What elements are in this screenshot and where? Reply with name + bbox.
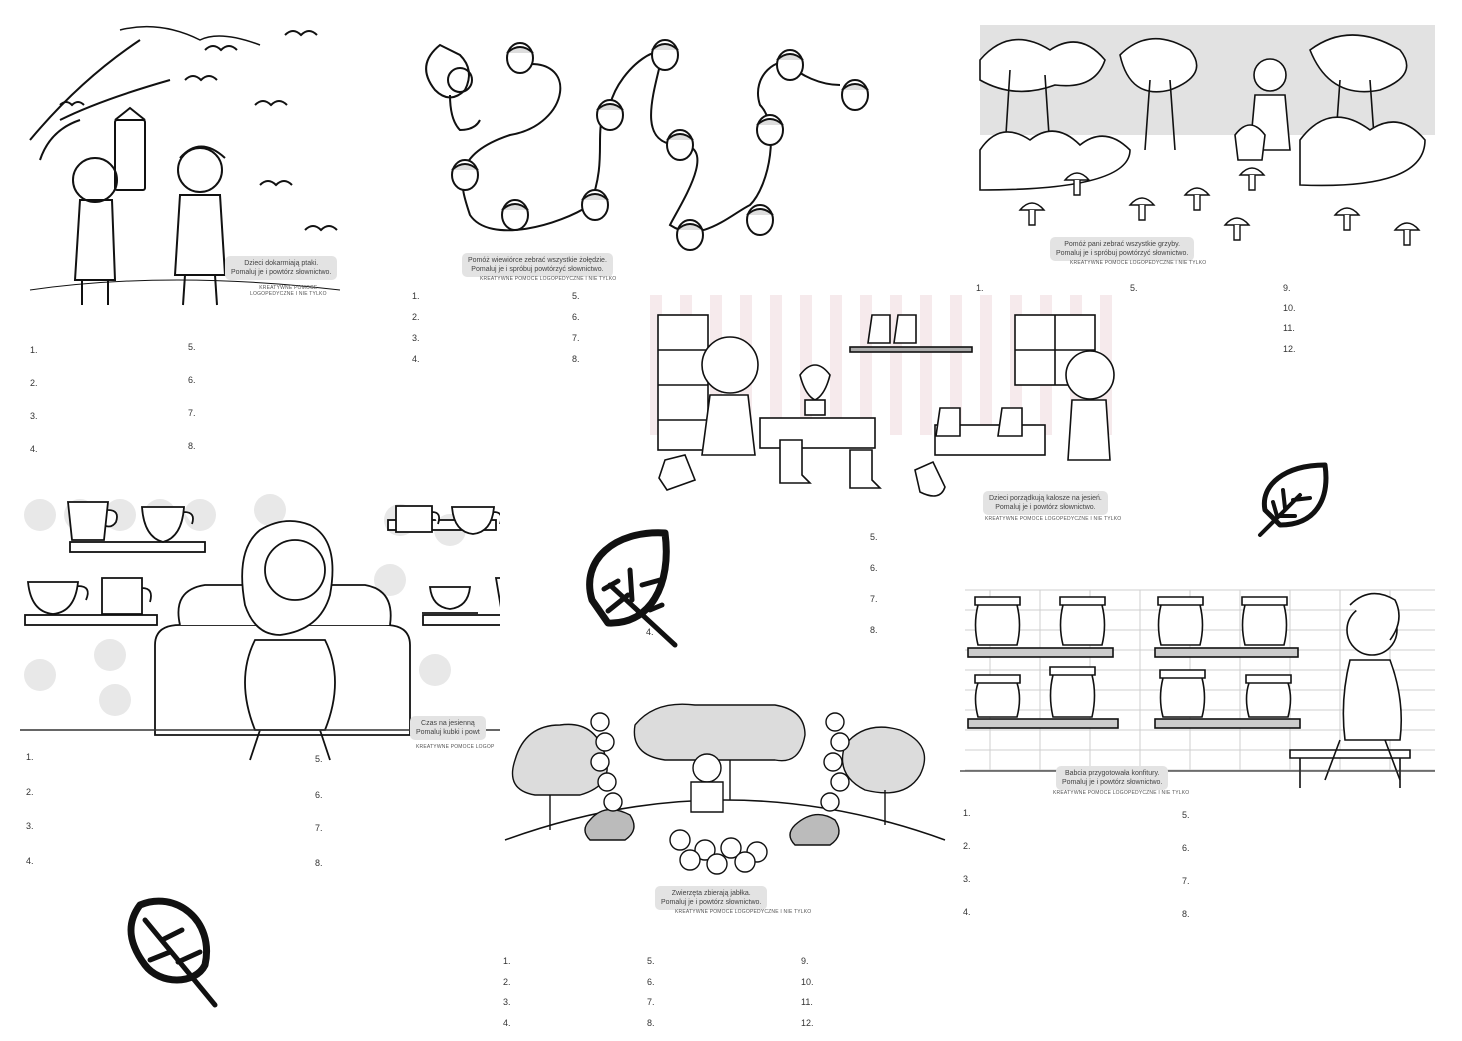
number-label: 4. <box>30 444 38 454</box>
number-label: 4. <box>963 907 971 917</box>
forest-mushrooms-illustration <box>979 25 1435 246</box>
number-label: 7. <box>870 594 878 604</box>
number-label: 3. <box>503 997 511 1007</box>
acorn-path-illustration <box>425 39 869 251</box>
number-label: 6. <box>1182 843 1190 853</box>
number-label: 1. <box>30 345 38 355</box>
number-label: 5. <box>1182 810 1190 820</box>
number-label: 12. <box>801 1018 814 1028</box>
number-label: 4. <box>26 856 34 866</box>
number-label: 2. <box>963 841 971 851</box>
number-label: 12. <box>1283 344 1296 354</box>
number-label: 2. <box>30 378 38 388</box>
boots-caption: Dzieci porządkują kalosze na jesień. Pom… <box>983 491 1108 515</box>
number-label: 6. <box>315 790 323 800</box>
room-boots-illustration <box>650 295 1115 497</box>
worksheet-birds: Dzieci dokarmiają ptaki. Pomaluj je i po… <box>20 20 350 460</box>
number-label: 7. <box>572 333 580 343</box>
number-label: 1. <box>503 956 511 966</box>
number-label: 7. <box>315 823 323 833</box>
birds-brand: KREATYWNE POMOCE LOGOPEDYCZNE I NIE TYLK… <box>250 285 327 297</box>
number-label: 9. <box>1283 283 1291 293</box>
cups-lady-illustration <box>20 494 500 761</box>
number-label: 5. <box>315 754 323 764</box>
number-label: 3. <box>963 874 971 884</box>
mushroom-icon-group <box>1018 167 1421 246</box>
number-label: 5. <box>572 291 580 301</box>
mushrooms-brand: KREATYWNE POMOCE LOGOPEDYCZNE I NIE TYLK… <box>1070 260 1207 266</box>
worksheet-apples: Zwierzęta zbierają jabłka. Pomaluj je i … <box>495 700 955 1035</box>
number-label: 8. <box>1182 909 1190 919</box>
mushrooms-caption: Pomóż pani zebrać wszystkie grzyby. Poma… <box>1050 237 1195 261</box>
worksheet-cups: Czas na jesienną Pomaluj kubki i powt KR… <box>20 490 500 875</box>
leaf-icon <box>1258 462 1329 537</box>
worksheet-jams: Babcia przygotowała konfitury. Pomaluj j… <box>960 585 1440 925</box>
number-label: 11. <box>801 997 813 1007</box>
worksheet-boots: Dzieci porządkują kalosze na jesień. Pom… <box>640 290 1122 640</box>
boots-brand: KREATYWNE POMOCE LOGOPEDYCZNE I NIE TYLK… <box>985 516 1122 522</box>
squirrel-brand: KREATYWNE POMOCE LOGOPEDYCZNE I NIE TYLK… <box>480 276 617 282</box>
apples-brand: KREATYWNE POMOCE LOGOPEDYCZNE I NIE TYLK… <box>675 909 812 915</box>
number-label: 4. <box>646 627 654 637</box>
leaf-icon <box>586 529 678 648</box>
cups-caption: Czas na jesienną Pomaluj kubki i powt <box>410 716 486 740</box>
number-label: 8. <box>188 441 196 451</box>
number-label: 6. <box>188 375 196 385</box>
number-label: 7. <box>647 997 655 1007</box>
number-label: 10. <box>1283 303 1296 313</box>
apples-caption: Zwierzęta zbierają jabłka. Pomaluj je i … <box>655 886 768 910</box>
number-label: 8. <box>647 1018 655 1028</box>
jams-brand: KREATYWNE POMOCE LOGOPEDYCZNE I NIE TYLK… <box>1053 790 1190 796</box>
number-label: 5. <box>870 532 878 542</box>
jams-caption: Babcia przygotowała konfitury. Pomaluj j… <box>1056 766 1169 790</box>
number-label: 10. <box>801 977 814 987</box>
number-label: 1. <box>412 291 420 301</box>
worksheet-mushrooms: Pomóż pani zebrać wszystkie grzyby. Poma… <box>970 20 1440 360</box>
birds-caption: Dzieci dokarmiają ptaki. Pomaluj je i po… <box>225 256 338 280</box>
animals-apples-illustration <box>504 703 946 875</box>
number-label: 3. <box>412 333 420 343</box>
number-label: 2. <box>503 977 511 987</box>
number-label: 5. <box>647 956 655 966</box>
number-label: 5. <box>1130 283 1138 293</box>
number-label: 3. <box>30 411 38 421</box>
leaf-icon <box>127 897 218 1008</box>
number-label: 7. <box>1182 876 1190 886</box>
apple-icon-group <box>590 712 850 875</box>
worksheet-squirrel: Pomóż wiewiórce zebrać wszystkie żołędzi… <box>400 25 900 365</box>
grandma-jams-illustration <box>960 589 1435 788</box>
number-label: 1. <box>963 808 971 818</box>
number-label: 6. <box>870 563 878 573</box>
number-label: 7. <box>188 408 196 418</box>
number-label: 8. <box>870 625 878 635</box>
number-label: 8. <box>315 858 323 868</box>
number-label: 1. <box>976 283 984 293</box>
number-label: 9. <box>801 956 809 966</box>
number-label: 6. <box>572 312 580 322</box>
number-label: 4. <box>412 354 420 364</box>
acorn-icon-group <box>451 39 869 251</box>
number-label: 2. <box>412 312 420 322</box>
number-label: 3. <box>26 821 34 831</box>
number-label: 8. <box>572 354 580 364</box>
number-label: 11. <box>1283 323 1295 333</box>
number-label: 1. <box>26 752 34 762</box>
number-label: 4. <box>503 1018 511 1028</box>
number-label: 6. <box>647 977 655 987</box>
squirrel-caption: Pomóż wiewiórce zebrać wszystkie żołędzi… <box>462 253 613 277</box>
number-label: 5. <box>188 342 196 352</box>
cups-brand: KREATYWNE POMOCE LOGOP <box>416 744 495 750</box>
number-label: 2. <box>26 787 34 797</box>
